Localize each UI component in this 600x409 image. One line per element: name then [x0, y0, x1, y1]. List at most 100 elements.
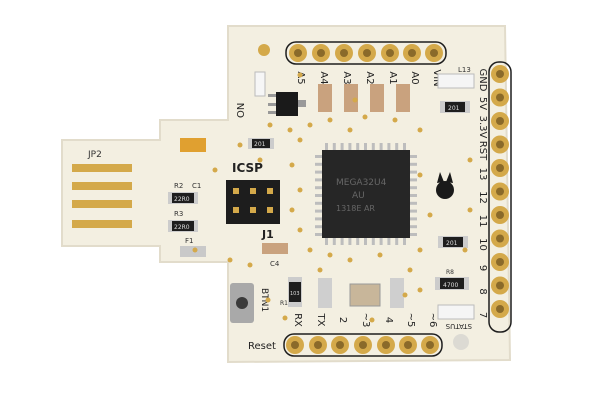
top-pin[interactable]: [358, 44, 376, 62]
icsp-pin: [267, 207, 273, 213]
top-pin[interactable]: [403, 44, 421, 62]
via: [467, 157, 473, 163]
right-pin[interactable]: [491, 135, 509, 154]
resistor-r1: 103: [288, 277, 302, 307]
via: [427, 212, 433, 218]
bottom-pin[interactable]: [399, 336, 417, 354]
resistor-r2: 22R0: [168, 192, 198, 204]
top-pin[interactable]: [312, 44, 330, 62]
via: [307, 122, 313, 128]
via: [289, 162, 295, 168]
right-pin-label: 10: [477, 238, 488, 251]
top-pin[interactable]: [335, 44, 353, 62]
chip-marking-2: AU: [352, 191, 365, 201]
right-pin[interactable]: [491, 182, 509, 201]
right-pin[interactable]: [491, 276, 509, 295]
resistor-201b: 201: [440, 101, 470, 113]
bottom-pin-label: 4: [383, 317, 394, 323]
capacitor-c2: [262, 243, 288, 254]
top-pin[interactable]: [289, 44, 307, 62]
right-pin-label: 13: [477, 168, 488, 181]
right-pin[interactable]: [491, 206, 509, 224]
top-pin-label: VIN: [431, 69, 442, 86]
svg-text:103: 103: [290, 291, 300, 297]
bottom-pin[interactable]: [421, 336, 439, 354]
bottom-pin-label: RX: [292, 313, 303, 327]
f1-label: F1: [185, 237, 193, 245]
via: [289, 207, 295, 213]
via: [247, 262, 253, 268]
bottom-pin[interactable]: [377, 336, 395, 354]
icsp-pin: [233, 188, 239, 194]
via: [327, 117, 333, 123]
top-pin-header[interactable]: [285, 41, 447, 65]
right-pin-label: 8: [477, 288, 488, 294]
icsp-header[interactable]: [226, 180, 280, 224]
bottom-pin-label: 2: [337, 317, 348, 323]
resistor-r8: 4700: [435, 277, 469, 290]
r2-label: R2: [174, 182, 183, 190]
right-pin-label: 11: [477, 215, 488, 228]
bottom-pin-label: ~3: [360, 313, 371, 328]
mounting-hole: [453, 334, 469, 350]
reset-label: Reset: [248, 341, 276, 352]
via: [227, 257, 233, 263]
via: [347, 257, 353, 263]
resistor-r3: 22R0: [168, 220, 198, 232]
via: [467, 207, 473, 213]
c1-label: C1: [192, 182, 201, 190]
icsp-label: ICSP: [232, 161, 263, 175]
reset-button[interactable]: [230, 283, 254, 323]
via: [392, 117, 398, 123]
vias: [192, 72, 473, 323]
via: [417, 172, 423, 178]
top-pin[interactable]: [425, 44, 443, 62]
right-pin[interactable]: [491, 229, 509, 248]
crystal: [349, 283, 381, 307]
via: [407, 267, 413, 273]
right-pin[interactable]: [491, 253, 509, 271]
status-label: STATUS: [445, 322, 472, 330]
via: [377, 252, 383, 258]
btn1-label: BTN1: [259, 288, 269, 312]
top-pin-label: A5: [295, 71, 306, 84]
icsp-pin: [267, 188, 273, 194]
bottom-pin[interactable]: [331, 336, 349, 354]
power-led: [254, 71, 266, 97]
via: [417, 287, 423, 293]
chip-marking-3: 1318E AR: [336, 204, 375, 213]
svg-text:22R0: 22R0: [174, 224, 190, 231]
bottom-pin[interactable]: [286, 336, 304, 354]
top-pin-label: A1: [387, 71, 398, 84]
right-pin-label: 7: [477, 312, 488, 318]
j1-label: J1: [261, 228, 274, 241]
via: [257, 157, 263, 163]
bottom-pin-header[interactable]: [283, 333, 443, 357]
capacitor-tantalum: [180, 138, 206, 152]
top-pin[interactable]: [381, 44, 399, 62]
via: [347, 127, 353, 133]
right-pin-header[interactable]: [488, 61, 512, 333]
chip-marking-1: MEGA32U4: [336, 178, 387, 188]
svg-text:22R0: 22R0: [174, 196, 190, 203]
right-pin-label: 9: [477, 265, 488, 271]
via: [417, 127, 423, 133]
right-pin[interactable]: [491, 300, 509, 318]
usb-contacts: [72, 164, 132, 228]
right-pin[interactable]: [491, 112, 509, 130]
via: [402, 292, 408, 298]
bottom-pin[interactable]: [309, 336, 327, 354]
bottom-pin[interactable]: [354, 336, 372, 354]
top-pin-label: A2: [364, 71, 375, 84]
r3-label: R3: [174, 210, 183, 218]
r1-label: R1: [280, 300, 288, 307]
right-pin[interactable]: [491, 65, 509, 83]
right-pin[interactable]: [491, 159, 509, 177]
r8-label: R8: [446, 269, 454, 276]
mounting-hole-top: [258, 44, 270, 56]
right-pin[interactable]: [491, 88, 509, 107]
via: [282, 315, 288, 321]
l13-label: L13: [458, 66, 471, 74]
